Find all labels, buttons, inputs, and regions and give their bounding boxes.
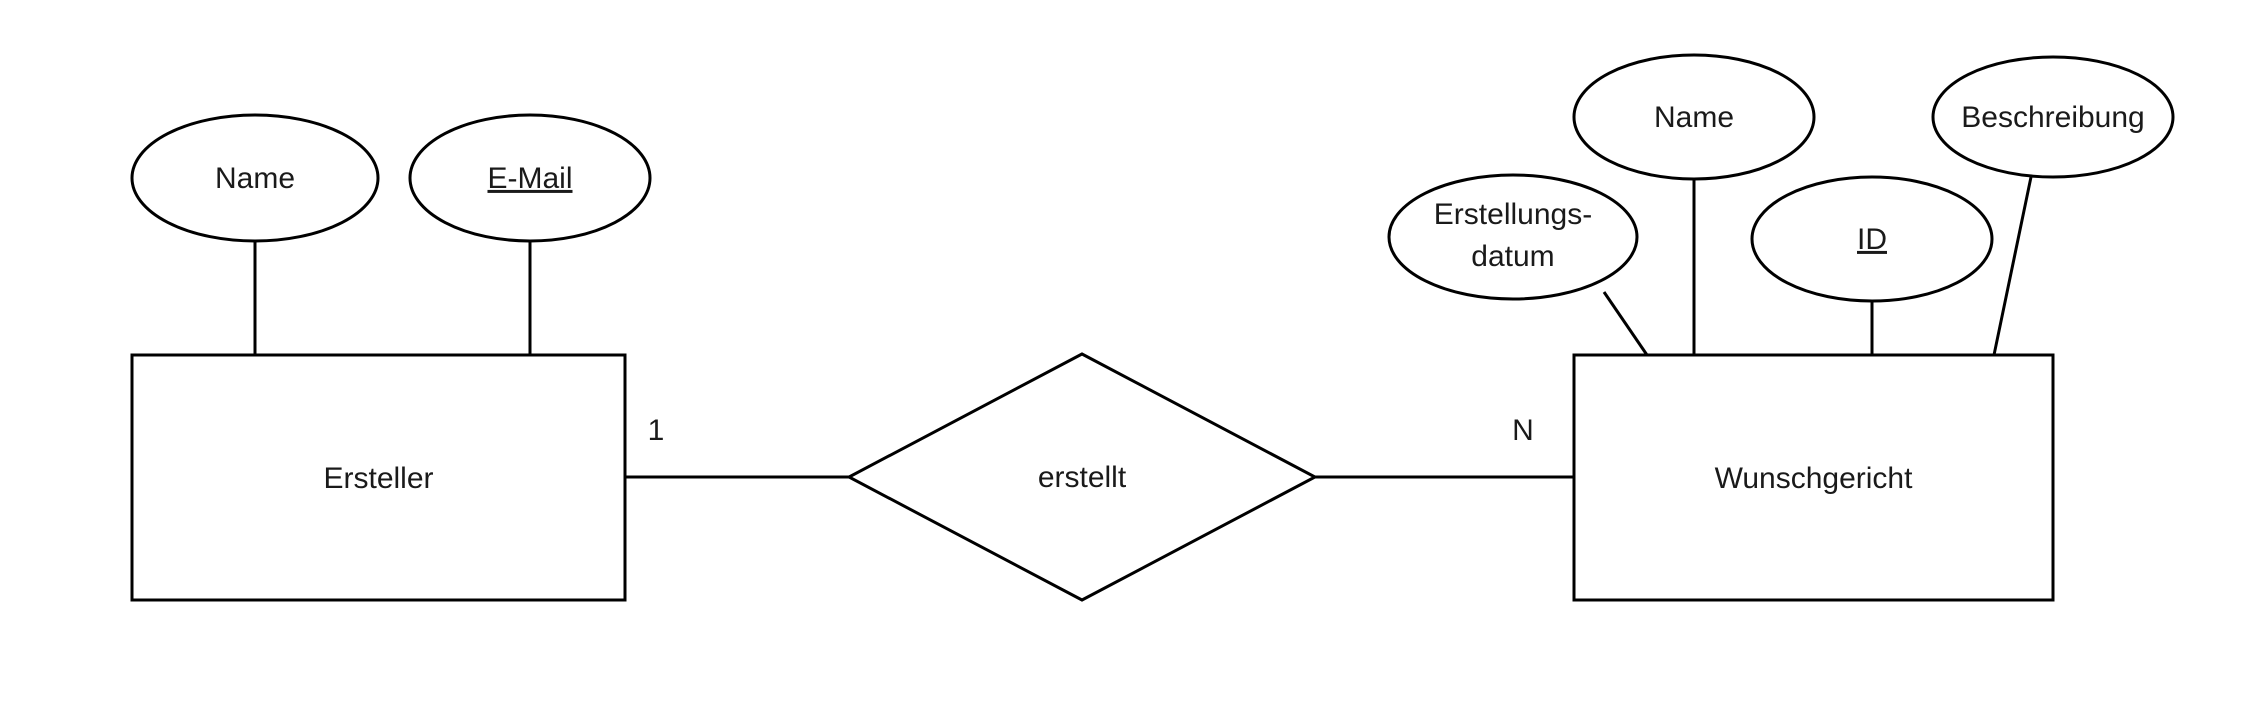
relationship-erstellt[interactable]: erstellt bbox=[845, 352, 1319, 602]
attribute-wunschgericht-beschreibung-label: Beschreibung bbox=[1961, 101, 2144, 134]
attribute-ersteller-email-ellipse[interactable] bbox=[408, 113, 652, 243]
attribute-wunschgericht-erstellungsdatum-ellipse[interactable] bbox=[1387, 173, 1639, 301]
attribute-wunschgericht-beschreibung-ellipse[interactable] bbox=[1931, 55, 2175, 179]
attribute-ersteller-name[interactable]: Name bbox=[130, 113, 380, 243]
entity-ersteller[interactable]: Ersteller bbox=[130, 353, 627, 602]
attribute-wunschgericht-id-ellipse[interactable] bbox=[1750, 175, 1994, 303]
cardinality-label-right: N bbox=[1512, 414, 1534, 447]
relationship-erstellt-diamond[interactable] bbox=[845, 352, 1319, 602]
entity-wunschgericht-label: Wunschgericht bbox=[1715, 462, 1914, 495]
attribute-ersteller-name-label: Name bbox=[215, 162, 295, 195]
attribute-wunschgericht-erstellungsdatum[interactable]: Erstellungs- datum bbox=[1387, 173, 1639, 301]
attribute-wunschgericht-beschreibung[interactable]: Beschreibung bbox=[1931, 55, 2175, 179]
attribute-wunschgericht-erstellungsdatum-label-line2: datum bbox=[1471, 240, 1554, 273]
attribute-wunschgericht-name[interactable]: Name bbox=[1572, 53, 1816, 181]
entity-ersteller-label: Ersteller bbox=[323, 462, 433, 495]
attribute-wunschgericht-name-label: Name bbox=[1654, 101, 1734, 134]
attribute-ersteller-name-ellipse[interactable] bbox=[130, 113, 380, 243]
attribute-wunschgericht-name-ellipse[interactable] bbox=[1572, 53, 1816, 181]
attribute-ersteller-email-label: E-Mail bbox=[487, 162, 572, 195]
entity-wunschgericht[interactable]: Wunschgericht bbox=[1572, 353, 2055, 602]
relationship-erstellt-label: erstellt bbox=[1038, 461, 1127, 494]
cardinality-label-left: 1 bbox=[648, 414, 665, 447]
entity-ersteller-box[interactable] bbox=[130, 353, 627, 602]
attribute-ersteller-email[interactable]: E-Mail bbox=[408, 113, 652, 243]
attribute-wunschgericht-erstellungsdatum-label-line1: Erstellungs- bbox=[1434, 198, 1592, 231]
entity-wunschgericht-box[interactable] bbox=[1572, 353, 2055, 602]
connector-wunschgericht-beschreibung bbox=[1992, 176, 2033, 356]
connector-wunschgericht-erstellungsdatum bbox=[1602, 291, 1649, 356]
attribute-wunschgericht-id[interactable]: ID bbox=[1750, 175, 1994, 303]
attribute-wunschgericht-id-label: ID bbox=[1857, 223, 1887, 256]
